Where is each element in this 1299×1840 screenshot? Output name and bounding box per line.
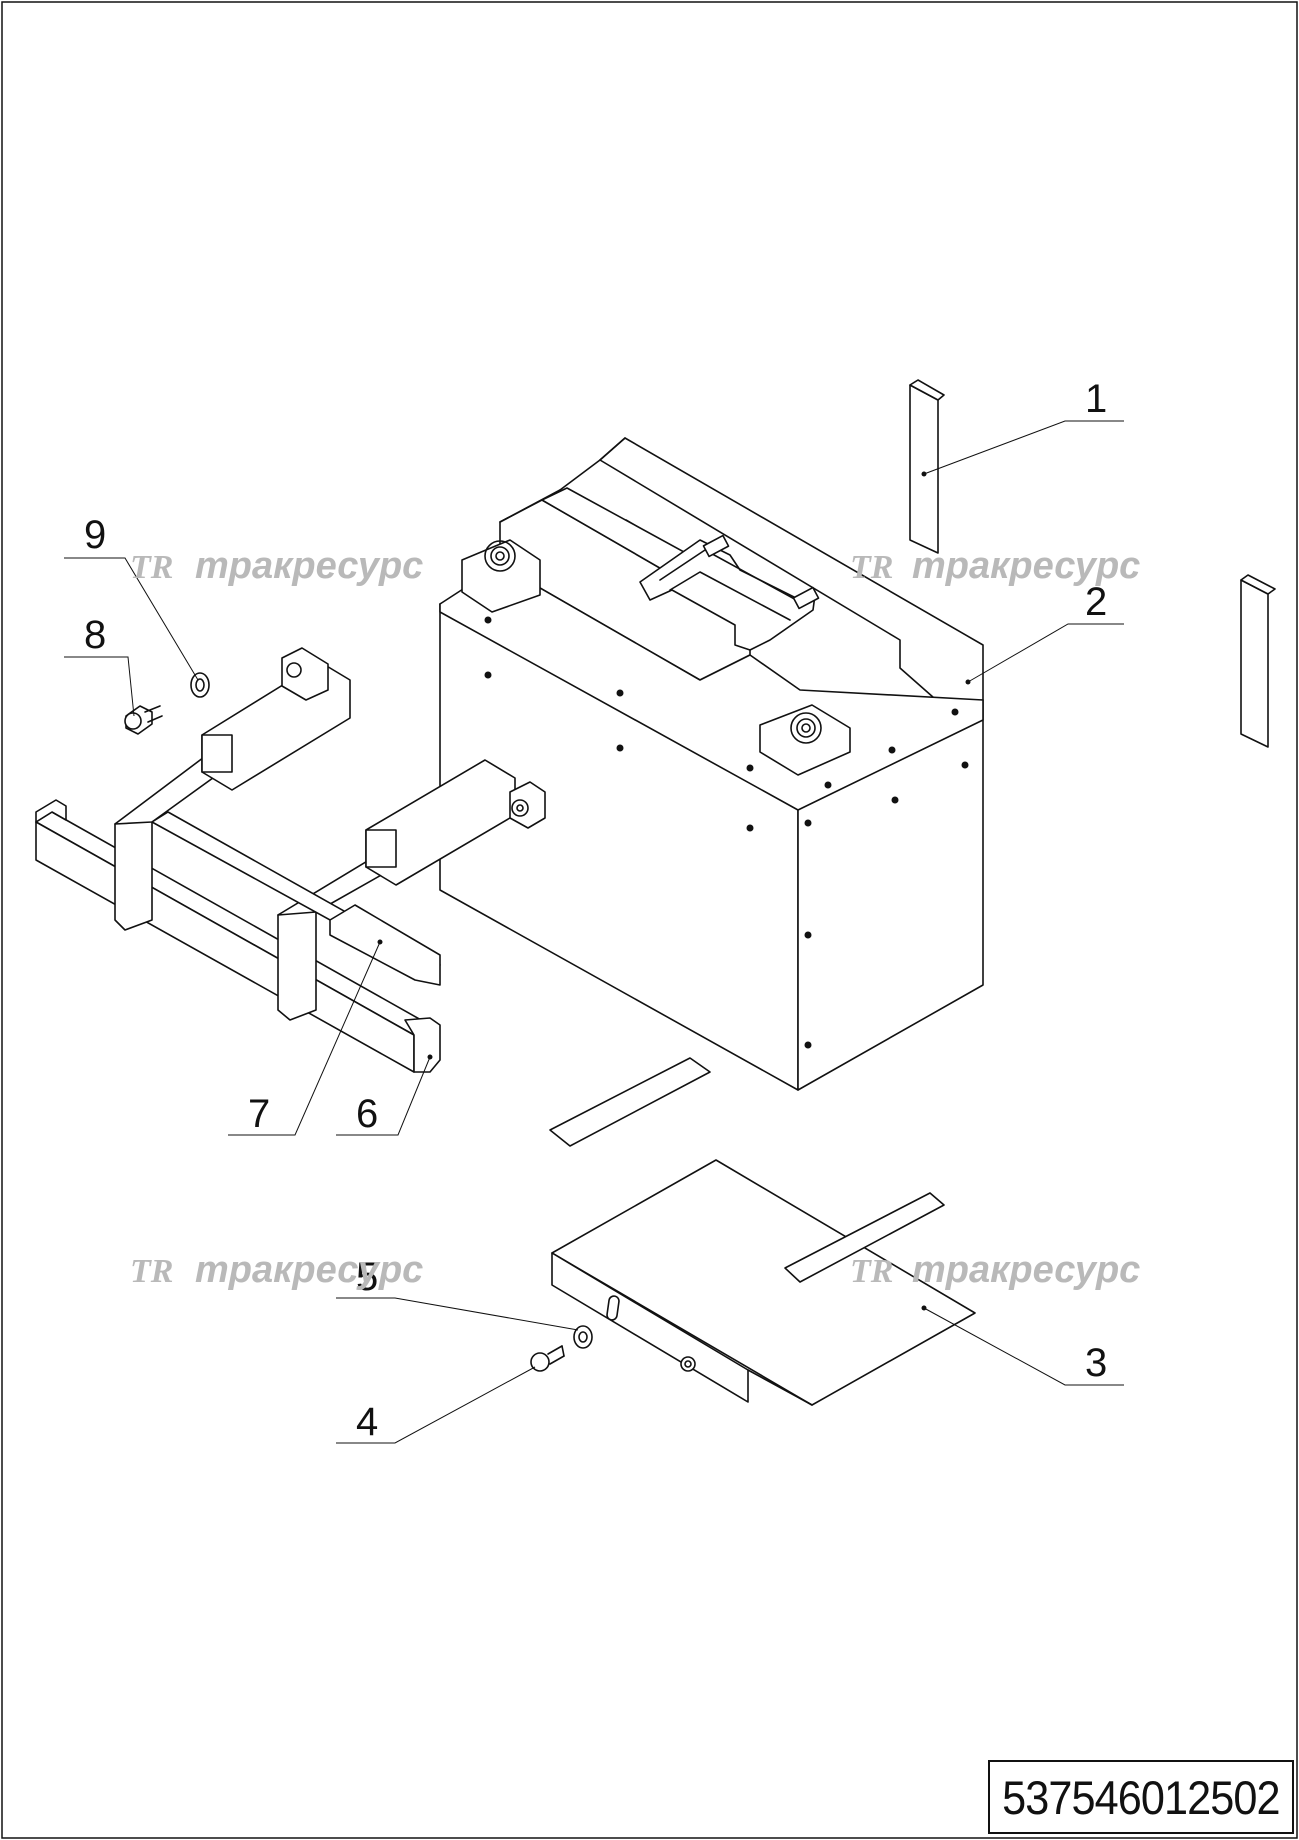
pad-strip-1 bbox=[909, 379, 945, 554]
callout-4: 4 bbox=[356, 1400, 378, 1444]
svg-text:тракресурс: тракресурс bbox=[912, 545, 1140, 587]
watermark-top-right: TR тракресурс bbox=[850, 545, 1140, 587]
svg-text:тракресурс: тракресурс bbox=[195, 545, 423, 587]
watermark-bottom-left: TR тракресурс bbox=[130, 1249, 423, 1291]
frame-bracket bbox=[35, 647, 546, 1073]
callout-6: 6 bbox=[356, 1092, 378, 1136]
washer-5 bbox=[573, 1325, 593, 1349]
callout-5: 5 bbox=[356, 1255, 378, 1299]
svg-text:тракресурс: тракресурс bbox=[912, 1249, 1140, 1291]
svg-text:TR: TR bbox=[130, 549, 173, 586]
washer-9 bbox=[190, 672, 210, 698]
watermark-bottom-right: TR тракресурс bbox=[850, 1249, 1140, 1291]
svg-text:TR: TR bbox=[850, 1253, 893, 1290]
bolt-8 bbox=[124, 705, 163, 735]
tray bbox=[551, 1159, 976, 1406]
callout-2: 2 bbox=[1085, 580, 1107, 624]
svg-text:TR: TR bbox=[130, 1253, 173, 1290]
pad-strip-bottom bbox=[549, 1057, 711, 1147]
callout-1: 1 bbox=[1085, 377, 1107, 421]
battery-box bbox=[439, 437, 984, 1091]
pad-strip-1b bbox=[1240, 574, 1276, 748]
watermark-top-left: TR тракресурс bbox=[130, 545, 423, 587]
svg-text:TR: TR bbox=[850, 549, 893, 586]
bolt-4 bbox=[530, 1345, 565, 1372]
callout-9: 9 bbox=[84, 513, 106, 557]
drawing-number-box: 537546012502 bbox=[988, 1760, 1294, 1834]
drawing-number: 537546012502 bbox=[1002, 1770, 1280, 1824]
leader-lines bbox=[64, 420, 1124, 1444]
svg-text:тракресурс: тракресурс bbox=[195, 1249, 423, 1291]
callout-8: 8 bbox=[84, 613, 106, 657]
callout-7: 7 bbox=[248, 1092, 270, 1136]
callout-3: 3 bbox=[1085, 1341, 1107, 1385]
